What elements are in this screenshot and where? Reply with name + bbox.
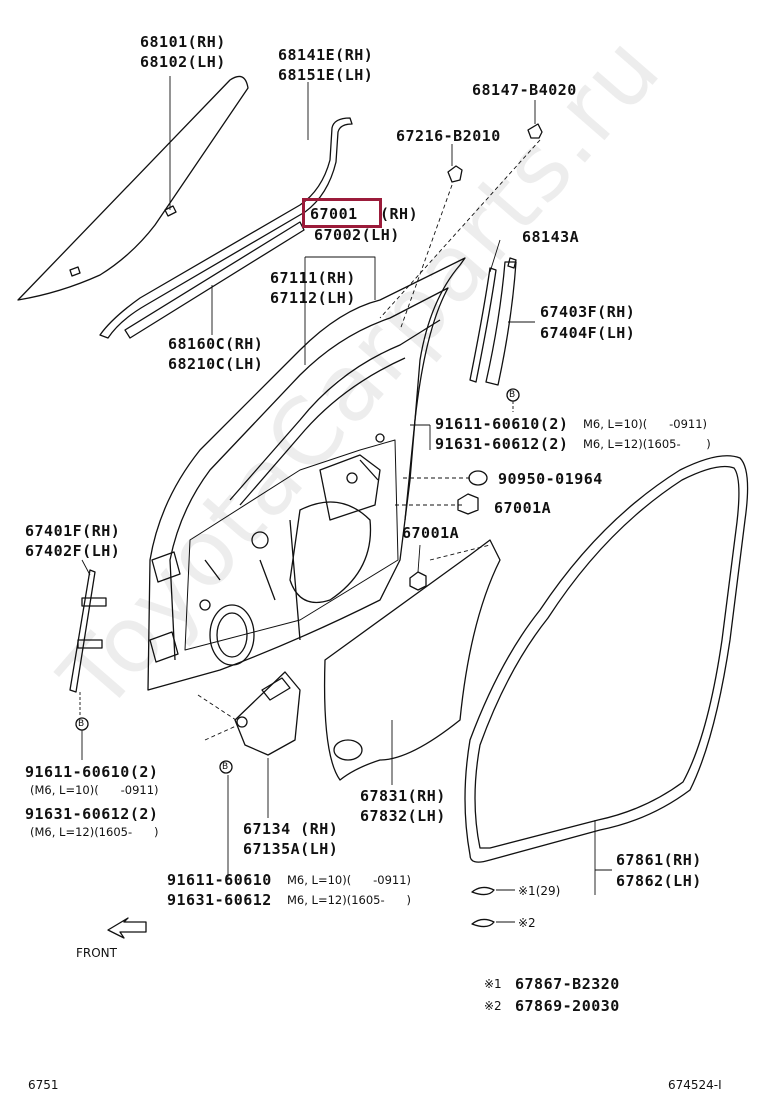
label-67861[interactable]: 67861(RH): [616, 851, 702, 869]
front-label: FRONT: [76, 946, 117, 960]
highlight-box-67001: [302, 198, 382, 228]
label-67001[interactable]: 67001: [310, 205, 358, 223]
hinge-lower: [149, 631, 179, 663]
door-frame-sash: [229, 319, 441, 501]
label-67135[interactable]: 67135A(LH): [243, 840, 339, 858]
door-outer-outline: [147, 257, 466, 691]
front-arrow-icon: [107, 917, 147, 939]
footnote-1-mark: ※1: [484, 977, 502, 991]
label-68141[interactable]: 68141E(RH): [278, 46, 374, 64]
label-91611-b[interactable]: 91611-60610(2): [25, 763, 159, 781]
ref-b-label-2: B: [78, 719, 85, 729]
label-68147[interactable]: 68147-B4020: [472, 81, 577, 99]
leader-68143: [489, 239, 501, 273]
label-91631-c[interactable]: 91631-60612: [167, 891, 272, 909]
access-hole: [319, 454, 381, 521]
door-frame-sash-2: [239, 357, 406, 506]
label-67402[interactable]: 67402F(LH): [25, 542, 121, 560]
clip-note1: [471, 886, 495, 896]
label-91611-a[interactable]: 91611-60610(2): [435, 415, 569, 433]
note-91631-a: M6, L=12)(1605- ): [583, 437, 711, 451]
belt-moulding: [124, 221, 305, 339]
label-68143[interactable]: 68143A: [522, 228, 580, 246]
label-67002[interactable]: 67002(LH): [314, 226, 400, 244]
label-67216[interactable]: 67216-B2010: [396, 127, 501, 145]
note-clip-1: ※1(29): [518, 884, 561, 898]
weatherstrip-inner: [474, 465, 740, 849]
hole-cover-cutout: [333, 739, 363, 761]
label-67001a-2[interactable]: 67001A: [402, 524, 460, 542]
inner-bracket: [204, 459, 379, 641]
label-91631-a[interactable]: 91631-60612(2): [435, 435, 569, 453]
ref-b-label-3: B: [222, 762, 229, 772]
run-channel: [99, 117, 353, 339]
ref-b-marker-3: [219, 760, 233, 774]
clip-68147: [527, 123, 543, 139]
plug-90950: [468, 470, 488, 486]
speaker-hole: [209, 604, 255, 666]
glass-clip: [69, 205, 177, 277]
clip-note2: [471, 918, 495, 928]
door-inner-panel: [184, 439, 399, 651]
note-91611-b: (M6, L=10)( -0911): [30, 783, 159, 797]
hinge-upper: [151, 551, 181, 583]
footnote-2-part[interactable]: 67869-20030: [515, 997, 620, 1015]
ref-b-label-1: B: [509, 390, 516, 400]
label-90950[interactable]: 90950-01964: [498, 470, 603, 488]
note-clip-2: ※2: [518, 916, 536, 930]
note-91611-a: M6, L=10)( -0911): [583, 417, 708, 431]
label-67831[interactable]: 67831(RH): [360, 787, 446, 805]
footnote-1-part[interactable]: 67867-B2320: [515, 975, 620, 993]
regulator-67401: [69, 569, 96, 693]
rear-frame-68143: [469, 267, 497, 383]
label-67134[interactable]: 67134 (RH): [243, 820, 339, 838]
label-68102[interactable]: 68102(LH): [140, 53, 226, 71]
label-91631-b[interactable]: 91631-60612(2): [25, 805, 159, 823]
weatherstrip-outer: [464, 455, 749, 863]
footnote-2-mark: ※2: [484, 999, 502, 1013]
note-91611-c: M6, L=10)( -0911): [287, 873, 412, 887]
label-67112[interactable]: 67112(LH): [270, 289, 356, 307]
page-id-left: 6751: [28, 1078, 59, 1092]
regulator-67134: [234, 671, 301, 756]
label-67862[interactable]: 67862(LH): [616, 872, 702, 890]
note-91631-c: M6, L=12)(1605- ): [287, 893, 412, 907]
label-67401[interactable]: 67401F(RH): [25, 522, 121, 540]
service-hole: [289, 501, 372, 604]
stopper-67001a-2: [409, 571, 427, 591]
rear-frame-67403: [485, 261, 517, 386]
speaker-hole-inner: [216, 612, 248, 658]
label-67832[interactable]: 67832(LH): [360, 807, 446, 825]
label-68101[interactable]: 68101(RH): [140, 33, 226, 51]
label-67001-rh: (RH): [380, 205, 419, 223]
clip-67216: [447, 165, 463, 183]
label-67001a-1[interactable]: 67001A: [494, 499, 552, 517]
label-67403[interactable]: 67403F(RH): [540, 303, 636, 321]
label-67111[interactable]: 67111(RH): [270, 269, 356, 287]
hole-cover-67831: [323, 539, 501, 781]
note-91631-b: (M6, L=12)(1605- ): [30, 825, 159, 839]
stopper-67001a: [457, 493, 479, 515]
window-glass-outline: [17, 75, 249, 301]
label-67404[interactable]: 67404F(LH): [540, 324, 636, 342]
door-frame-inner: [169, 287, 449, 661]
label-68210[interactable]: 68210C(LH): [168, 355, 264, 373]
label-68160[interactable]: 68160C(RH): [168, 335, 264, 353]
label-91611-c[interactable]: 91611-60610: [167, 871, 272, 889]
page-id-right: 674524-I: [668, 1078, 722, 1092]
label-68151[interactable]: 68151E(LH): [278, 66, 374, 84]
